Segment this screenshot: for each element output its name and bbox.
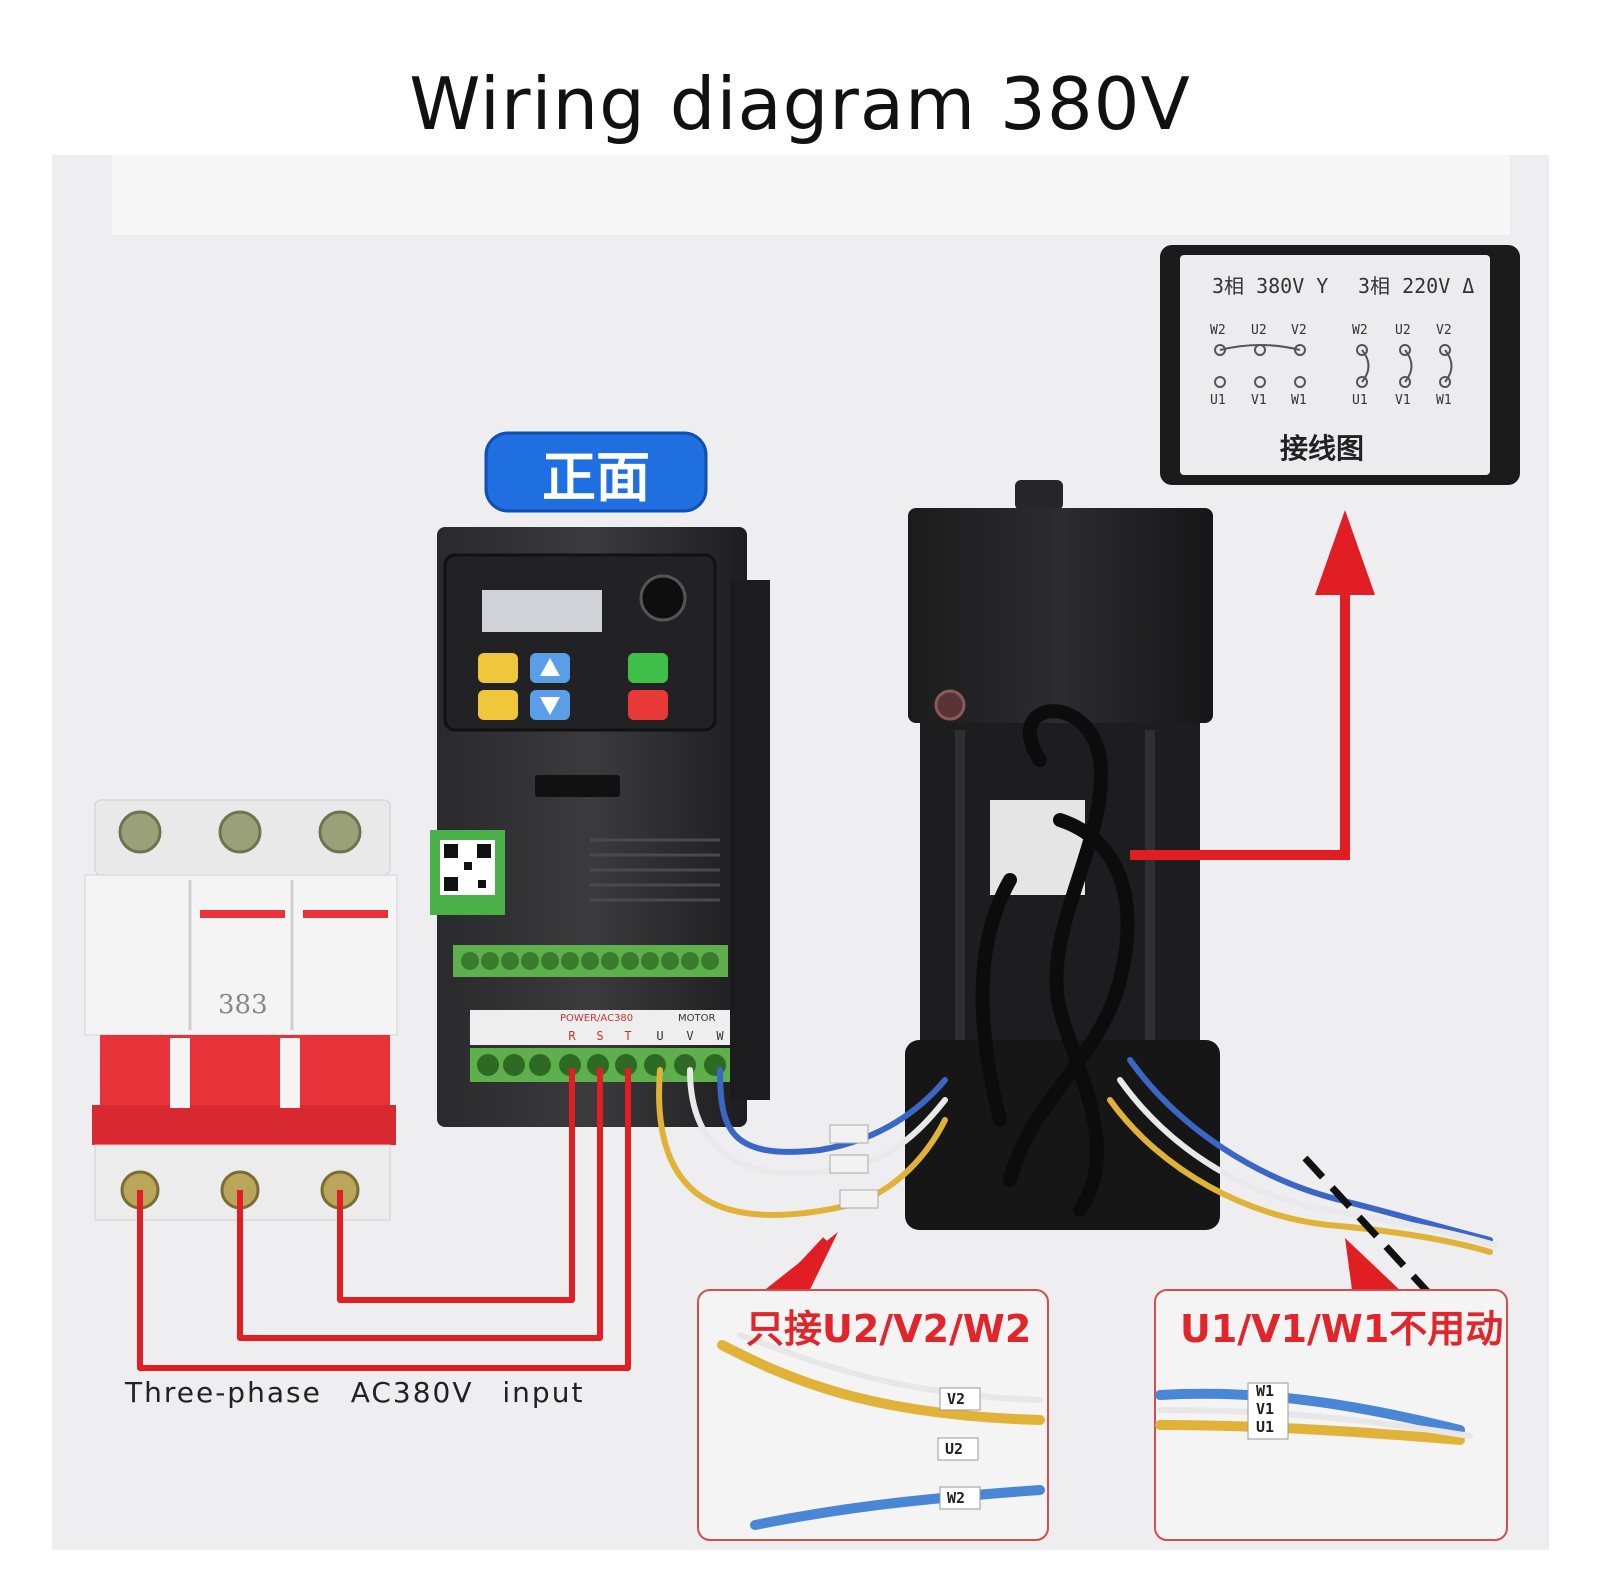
terminal-letter: T <box>624 1029 631 1043</box>
terminal-letter: S <box>596 1029 603 1043</box>
nameplate-terminal: V2 <box>1436 323 1452 338</box>
arrow-up-icon <box>1315 510 1375 595</box>
power-input-wires <box>137 1068 631 1371</box>
vfd-button-stop <box>628 690 668 720</box>
wire-tag-label: U2 <box>945 1440 964 1458</box>
breaker-number: 383 <box>218 990 268 1020</box>
motor-base <box>905 1040 1220 1230</box>
front-badge <box>484 431 708 513</box>
arrow-up-icon <box>540 658 560 676</box>
circuit-breaker <box>84 799 398 1221</box>
terminal-letter: R <box>568 1029 576 1043</box>
front-badge-label: 正面 <box>542 446 650 509</box>
callout-left-title: 只接U2/V2/W2 <box>746 1307 1032 1351</box>
nameplate-terminal: U2 <box>1395 323 1411 338</box>
nameplate-terminal: V1 <box>1395 393 1411 408</box>
arrow-down-icon <box>540 697 560 715</box>
led-display <box>482 590 602 632</box>
nameplate-terminal: W1 <box>1291 393 1307 408</box>
breaker-toggle <box>100 1035 390 1115</box>
terminal-letter: V <box>686 1029 693 1043</box>
wire-tag-label: V1 <box>1256 1400 1275 1418</box>
nameplate-terminal: V2 <box>1291 323 1307 338</box>
photo-top-strip <box>112 155 1510 235</box>
breaker-red-stripe <box>303 910 388 918</box>
input-label: Three-phase AC380V input <box>125 1376 585 1409</box>
arrow-to-nameplate <box>1130 510 1375 860</box>
nameplate-terminal: U2 <box>1251 323 1267 338</box>
vfd-button-yellow <box>478 653 518 683</box>
vfd-slot <box>535 775 620 797</box>
diagram-title: Wiring diagram 380V <box>409 62 1191 146</box>
nameplate <box>1160 245 1520 485</box>
motor-shaft <box>1015 480 1063 510</box>
power-terminal-caption: POWER/AC380 <box>560 1013 634 1024</box>
nameplate-terminal: U1 <box>1210 393 1226 408</box>
motor <box>905 480 1220 1230</box>
motor-gearbox <box>908 508 1213 723</box>
nameplate-terminal: W2 <box>1352 323 1368 338</box>
motor-terminal-caption: MOTOR <box>678 1013 716 1024</box>
nameplate-caption: 接线图 <box>1280 432 1365 465</box>
callout-left-box <box>697 1289 1049 1541</box>
wire-tag-label: W1 <box>1256 1382 1275 1400</box>
vfd-button-yellow <box>478 690 518 720</box>
callout-right-box <box>1154 1289 1508 1541</box>
frequency-inverter <box>430 527 770 1127</box>
wire-tag-label: W2 <box>947 1489 966 1507</box>
nameplate-terminal: V1 <box>1251 393 1267 408</box>
power-terminal-label-strip <box>470 1010 730 1045</box>
wire-tag-label: V2 <box>947 1390 966 1408</box>
nameplate-terminal: W2 <box>1210 323 1226 338</box>
screw-terminal-icon <box>218 810 262 854</box>
unused-wires <box>1107 1057 1498 1255</box>
motor-output-wires <box>656 1067 948 1219</box>
vfd-button-run <box>628 653 668 683</box>
screw-terminal-icon <box>118 810 162 854</box>
terminal-letter: W <box>716 1029 724 1043</box>
nameplate-terminal: W1 <box>1436 393 1452 408</box>
breaker-toggle-lip <box>92 1105 396 1145</box>
nameplate-terminal: U1 <box>1352 393 1368 408</box>
speed-knob-icon <box>639 574 687 622</box>
screw-terminal-icon <box>318 810 362 854</box>
motor-indicator-icon <box>934 689 966 721</box>
motor-cable-bundle <box>975 704 1135 1217</box>
nameplate-delta-label: 3相 220V Δ <box>1358 274 1475 298</box>
wire-tag <box>829 1124 879 1209</box>
wire-tag-label: U1 <box>1256 1418 1275 1436</box>
callout-right-title: U1/V1/W1不用动 <box>1180 1307 1504 1351</box>
breaker-red-stripe <box>200 910 285 918</box>
nameplate-star-label: 3相 380V Y <box>1212 274 1329 298</box>
terminal-letter: U <box>656 1029 663 1043</box>
